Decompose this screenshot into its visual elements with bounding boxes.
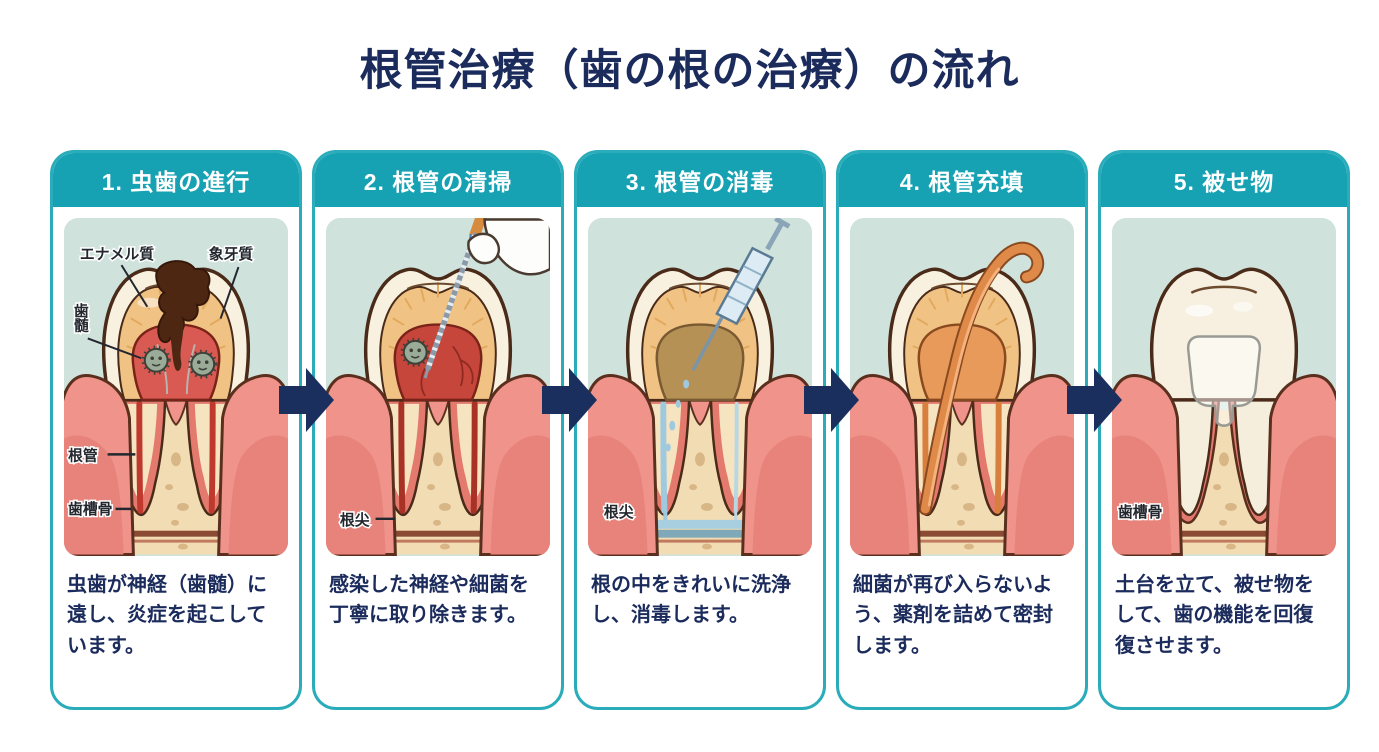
step-2-illustration-cleaning: 根尖 — [326, 218, 550, 556]
irrigation-droplets — [665, 379, 690, 452]
crown-overlay-icon — [1186, 335, 1262, 427]
label-alveolar-bone: 歯槽骨 — [1118, 503, 1163, 521]
step-5-description: 土台を立て、被せ物をして、歯の機能を回復復させます。 — [1115, 574, 1314, 657]
arrow-icon — [279, 367, 335, 433]
step-card-4: 4. 根管充填 — [836, 150, 1088, 710]
arrow-icon — [804, 367, 860, 433]
step-1-illustration-decay: エナメル質 象牙質 歯髄 根管 歯槽骨 — [64, 218, 288, 556]
step-card-3: 3. 根管の消毒 — [574, 150, 826, 710]
step-3-header: 3. 根管の消毒 — [577, 153, 823, 207]
step-4-header: 4. 根管充填 — [839, 153, 1085, 207]
step-4-description: 細菌が再び入らないよう、薬剤を詰めて密封します。 — [853, 574, 1053, 657]
step-card-2: 2. 根管の清掃 — [312, 150, 564, 710]
step-1-description: 虫歯が神経（歯髄）に遠し、炎症を起こしています。 — [67, 574, 267, 657]
step-card-1: 1. 虫歯の進行 — [50, 150, 302, 710]
step-3-description: 根の中をきれいに洗浄し、消毒します。 — [591, 574, 791, 627]
label-apex: 根尖 — [340, 511, 370, 529]
label-dentin: 象牙質 — [209, 245, 254, 263]
step-4-illustration-filling — [850, 218, 1074, 556]
step-1-header: 1. 虫歯の進行 — [53, 153, 299, 207]
syringe-icon — [691, 218, 791, 371]
arrow-icon — [1067, 367, 1123, 433]
step-5-header: 5. 被せ物 — [1101, 153, 1347, 207]
arrow-icon — [542, 367, 598, 433]
step-2-header: 2. 根管の清掃 — [315, 153, 561, 207]
steps-row: 1. 虫歯の進行 — [50, 150, 1350, 710]
label-root-canal: 根管 — [68, 446, 98, 464]
gloved-hand-icon — [467, 218, 550, 276]
step-3-illustration-disinfection: 根尖 — [588, 218, 812, 556]
label-pulp: 歯髄 — [72, 302, 88, 334]
step-5-illustration-crown: 歯槽骨 — [1112, 218, 1336, 556]
label-enamel: エナメル質 — [80, 245, 154, 263]
gutta-percha-icon — [918, 241, 1045, 516]
label-apex: 根尖 — [604, 503, 634, 521]
step-2-description: 感染した神経や細菌を丁寧に取り除きます。 — [329, 574, 529, 627]
step-card-5: 5. 被せ物 歯槽骨 土台を立て、被せ物 — [1098, 150, 1350, 710]
page-title: 根管治療（歯の根の治療）の流れ — [359, 47, 1020, 95]
label-alveolar-bone: 歯槽骨 — [68, 500, 113, 518]
